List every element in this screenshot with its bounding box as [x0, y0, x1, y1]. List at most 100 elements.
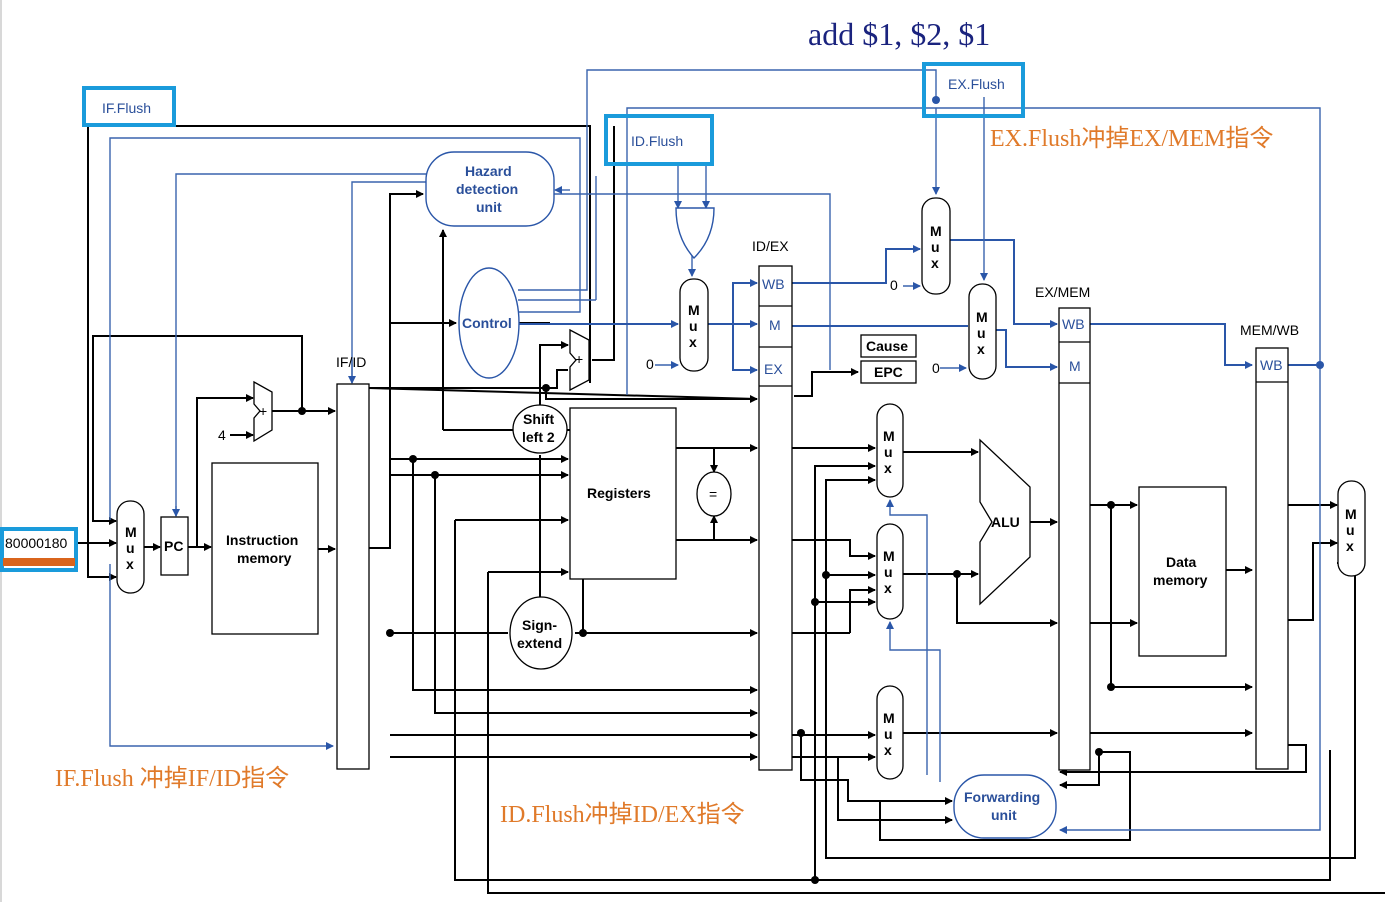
pc-source-mux: [116, 500, 145, 594]
alu-mux-a-x: x: [884, 460, 892, 476]
instruction-memory-label-2: memory: [237, 550, 292, 566]
id-ex-ex: EX: [764, 361, 783, 377]
shift-label-2: left 2: [522, 429, 555, 445]
control-mux: [679, 278, 709, 372]
writeback-mux: [1337, 480, 1366, 577]
hazard-detection-unit: [425, 151, 555, 227]
if-flush-label: IF.Flush: [102, 100, 151, 116]
id-flush-label: ID.Flush: [631, 133, 683, 149]
control-mux-u: u: [689, 318, 698, 334]
pc-adder: [253, 380, 273, 443]
alu-mux-b: [876, 523, 904, 620]
m-mux-m: M: [976, 309, 988, 325]
m-mux-zero: 0: [932, 360, 940, 376]
data-memory: [1138, 486, 1227, 657]
mem-wb-label: MEM/WB: [1240, 322, 1299, 338]
ex-mem-label: EX/MEM: [1035, 284, 1090, 300]
alu: [979, 438, 1031, 606]
if-id-register: [336, 383, 370, 770]
mem-wb-register: [1255, 347, 1289, 770]
forwarding-label-2: unit: [991, 807, 1017, 823]
sign-label-1: Sign-: [522, 617, 557, 633]
control-label: Control: [462, 315, 512, 331]
shift-label-1: Shift: [523, 411, 554, 427]
ex-flush-wb-mux: [921, 197, 951, 295]
branch-adder-plus: +: [575, 351, 583, 367]
wb-mux-u: u: [931, 239, 940, 255]
mem-wb-wb: WB: [1260, 357, 1283, 373]
wb-mux-zero: 0: [890, 277, 898, 293]
control-mux-x: x: [689, 334, 697, 350]
mux-label-x: x: [126, 556, 134, 572]
reg-dst-mux-u: u: [884, 726, 893, 742]
constant-four: 4: [218, 427, 226, 443]
control-wires: [109, 69, 1324, 834]
wb-out-mux-m: M: [1345, 506, 1357, 522]
cause-label: Cause: [866, 338, 908, 354]
cause-register: [860, 334, 917, 358]
m-mux-u: u: [977, 325, 986, 341]
ex-mem-wb: WB: [1062, 316, 1085, 332]
if-flush-note: IF.Flush 冲掉IF/ID指令: [55, 765, 289, 792]
mux-label-u: u: [126, 540, 135, 556]
pc-adder-plus: +: [259, 403, 267, 419]
forwarding-unit: [953, 774, 1057, 839]
if-id-label: IF/ID: [336, 354, 366, 370]
wb-out-mux-x: x: [1346, 538, 1354, 554]
control-mux-zero: 0: [646, 356, 654, 372]
branch-adder: [569, 328, 590, 392]
id-flush-note: ID.Flush冲掉ID/EX指令: [500, 801, 745, 828]
wb-out-mux-u: u: [1346, 522, 1355, 538]
data-memory-label-1: Data: [1166, 554, 1197, 570]
mux-label-m: M: [125, 524, 137, 540]
hazard-label-2: detection: [456, 181, 518, 197]
instruction-memory-label-1: Instruction: [226, 532, 298, 548]
if-flush-box: [82, 86, 176, 127]
control-unit: [458, 267, 520, 379]
wb-mux-x: x: [931, 255, 939, 271]
sign-label-2: extend: [517, 635, 562, 651]
ex-mem-register: [1058, 307, 1091, 771]
equal-comparator: [696, 471, 732, 517]
epc-register: [860, 360, 917, 384]
pc-register: [160, 516, 189, 576]
id-flush-box: [604, 114, 714, 166]
ex-mem-m: M: [1069, 358, 1081, 374]
alu-mux-a-m: M: [883, 428, 895, 444]
reg-dst-mux-m: M: [883, 710, 895, 726]
hazard-label-1: Hazard: [465, 163, 512, 179]
pc-input-highlight: [0, 527, 78, 572]
hazard-label-3: unit: [476, 199, 502, 215]
pc-input-bar: [3, 558, 75, 566]
alu-mux-b-x: x: [884, 580, 892, 596]
pc-label: PC: [164, 538, 183, 554]
alu-mux-b-m: M: [883, 548, 895, 564]
pc-input-value: 80000180: [5, 535, 68, 551]
alu-mux-a-u: u: [884, 444, 893, 460]
m-mux-x: x: [977, 341, 985, 357]
id-ex-label: ID/EX: [752, 238, 789, 254]
alu-mux-b-u: u: [884, 564, 893, 580]
registers-label: Registers: [587, 485, 651, 501]
reg-dst-mux: [876, 685, 904, 780]
instruction-memory: [211, 462, 319, 635]
alu-label: ALU: [991, 514, 1020, 530]
id-ex-wb: WB: [762, 276, 785, 292]
shift-left-2: [512, 404, 568, 454]
id-flush-or-gate: [675, 207, 715, 260]
ex-flush-box: [922, 62, 1025, 118]
ex-flush-m-mux: [968, 283, 997, 380]
wb-mux-m: M: [930, 223, 942, 239]
control-mux-m: M: [688, 302, 700, 318]
data-memory-label-2: memory: [1153, 572, 1208, 588]
id-ex-m: M: [769, 317, 781, 333]
epc-label: EPC: [874, 364, 903, 380]
forwarding-label-1: Forwarding: [964, 789, 1040, 805]
ex-flush-label: EX.Flush: [948, 76, 1005, 92]
ex-flush-note: EX.Flush冲掉EX/MEM指令: [990, 125, 1273, 152]
equal-label: =: [709, 486, 717, 502]
id-ex-register: [758, 265, 793, 771]
black-wires: [75, 125, 1385, 894]
reg-dst-mux-x: x: [884, 742, 892, 758]
register-file: [569, 407, 677, 580]
